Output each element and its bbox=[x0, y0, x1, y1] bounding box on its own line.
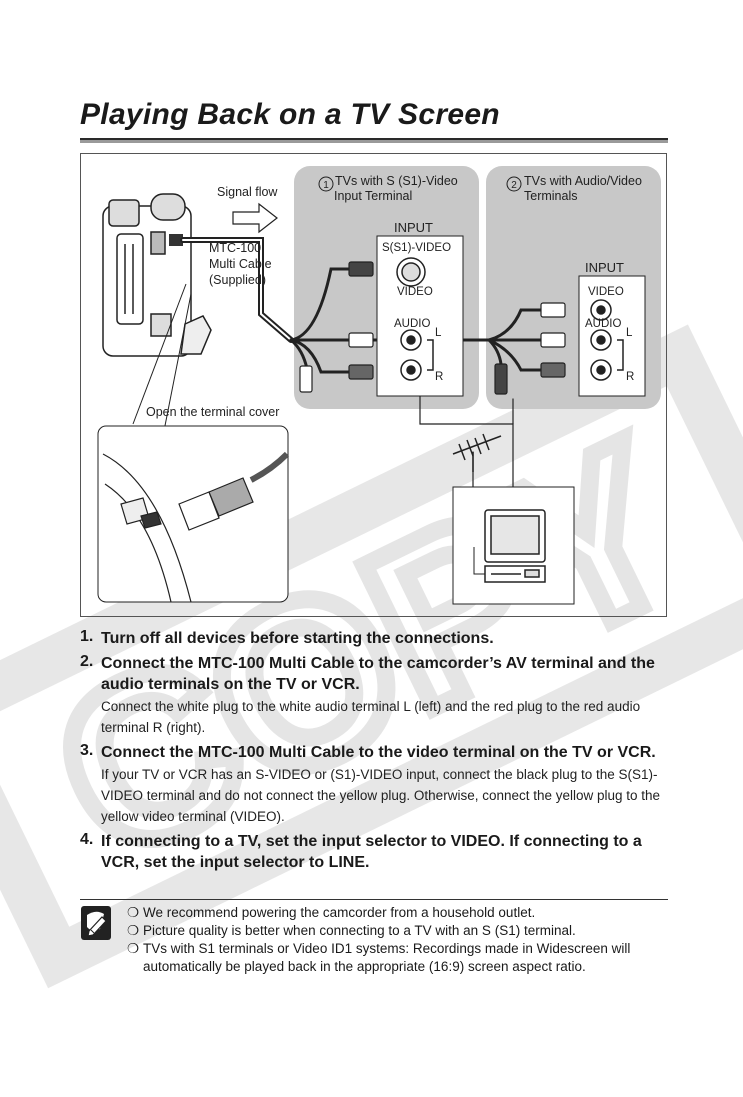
video-plug-icon bbox=[299, 365, 313, 393]
signal-flow-label: Signal flow bbox=[217, 185, 278, 199]
note-item: ❍ We recommend powering the camcorder fr… bbox=[127, 905, 536, 920]
step-3: 3. Connect the MTC-100 Multi Cable to th… bbox=[80, 742, 661, 824]
svideo-plug-2-icon bbox=[494, 363, 508, 395]
svg-text:(Supplied): (Supplied) bbox=[209, 273, 266, 287]
svg-text:VIDEO: VIDEO bbox=[588, 286, 624, 298]
notes-divider bbox=[80, 899, 668, 900]
svg-text:VIDEO: VIDEO bbox=[397, 286, 433, 298]
svg-text:Input Terminal: Input Terminal bbox=[334, 189, 412, 203]
audio-l-plug-icon bbox=[348, 332, 374, 348]
connection-diagram: Signal flow MTC-100 Multi Cable (Supplie… bbox=[80, 153, 667, 617]
signal-flow-arrow-icon bbox=[232, 202, 278, 234]
svg-text:AUDIO: AUDIO bbox=[585, 318, 621, 330]
tv2-input-box bbox=[578, 275, 646, 397]
svg-text:TVs with S (S1)-Video: TVs with S (S1)-Video bbox=[335, 174, 458, 188]
svg-text:R: R bbox=[435, 371, 443, 383]
av-plug-icon bbox=[169, 234, 183, 246]
audio-r-plug-2-icon bbox=[540, 362, 566, 378]
svg-text:2: 2 bbox=[511, 180, 517, 191]
note-item: ❍ TVs with S1 terminals or Video ID1 sys… bbox=[127, 941, 631, 974]
audio-l-plug-2-icon bbox=[540, 332, 566, 348]
open-cover-label: Open the terminal cover bbox=[146, 405, 279, 419]
svg-text:R: R bbox=[626, 371, 634, 383]
svideo-plug-icon bbox=[348, 261, 374, 277]
svg-text:L: L bbox=[626, 327, 633, 339]
tv-icon bbox=[484, 509, 546, 583]
svg-text:Terminals: Terminals bbox=[524, 189, 578, 203]
svg-text:L: L bbox=[435, 327, 442, 339]
camcorder-icon bbox=[102, 193, 212, 357]
svg-text:MTC-100: MTC-100 bbox=[209, 241, 261, 255]
svg-text:INPUT: INPUT bbox=[585, 260, 624, 275]
notes-list: ❍ We recommend powering the camcorder fr… bbox=[127, 904, 672, 976]
antenna-icon bbox=[452, 433, 502, 472]
audio-r-plug-icon bbox=[348, 364, 374, 380]
svg-text:AUDIO: AUDIO bbox=[394, 318, 430, 330]
step-1: 1. Turn off all devices before starting … bbox=[80, 628, 494, 647]
note-pencil-icon bbox=[81, 906, 111, 940]
bullet-circle-icon: ❍ bbox=[127, 941, 140, 956]
instruction-steps: 1. Turn off all devices before starting … bbox=[80, 628, 670, 877]
bullet-circle-icon: ❍ bbox=[127, 923, 140, 938]
svg-text:INPUT: INPUT bbox=[394, 220, 433, 235]
svg-text:TVs with Audio/Video: TVs with Audio/Video bbox=[524, 174, 642, 188]
note-item: ❍ Picture quality is better when connect… bbox=[127, 923, 576, 938]
step-4: 4. If connecting to a TV, set the input … bbox=[80, 831, 642, 871]
bullet-circle-icon: ❍ bbox=[127, 905, 140, 920]
step-2: 2. Connect the MTC-100 Multi Cable to th… bbox=[80, 653, 655, 735]
svg-text:1: 1 bbox=[323, 180, 329, 191]
svg-text:S(S1)-VIDEO: S(S1)-VIDEO bbox=[382, 242, 451, 254]
title-underline bbox=[80, 138, 668, 143]
page-title: Playing Back on a TV Screen bbox=[80, 98, 500, 131]
video-plug-2-icon bbox=[540, 302, 566, 318]
svg-text:Multi Cable: Multi Cable bbox=[209, 257, 272, 271]
